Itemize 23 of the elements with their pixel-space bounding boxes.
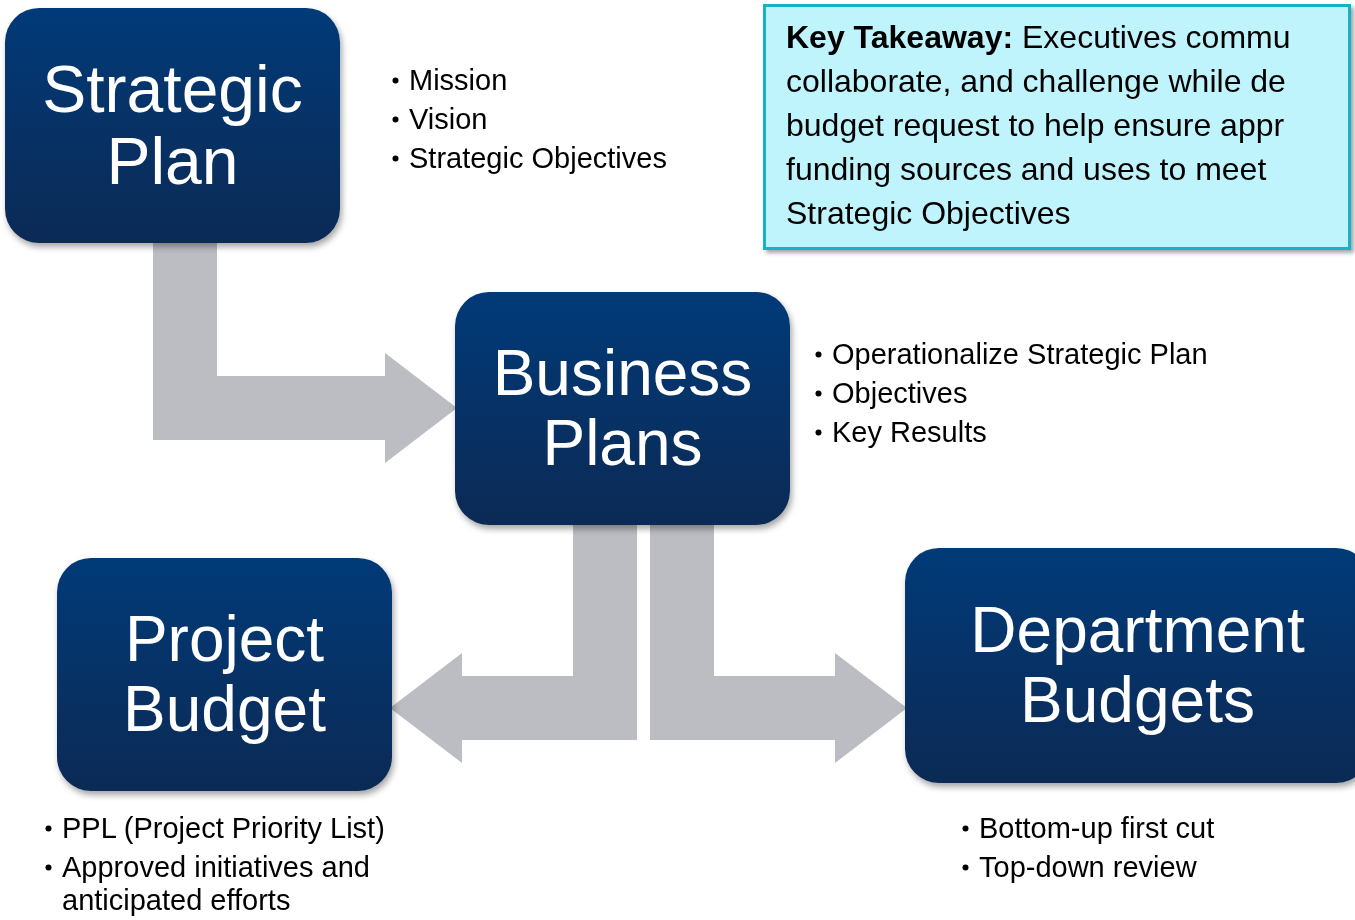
block-arrow	[650, 525, 907, 763]
process-box	[455, 292, 790, 525]
bullet-text: Top-down review	[979, 851, 1197, 885]
bullet-text: Strategic Objectives	[409, 142, 667, 176]
box-title: Strategic Plan	[41, 54, 304, 197]
box-title: Business Plans	[491, 339, 754, 478]
box-title: Project Budget	[122, 605, 327, 744]
bullet-text: Bottom-up first cut	[979, 812, 1215, 846]
bullet-text: Mission	[409, 64, 508, 98]
takeaway-text: Key Takeaway: Executives commu collaborate, and challenge while de budget request to help ensure appr funding sources and uses to meet Strategic Objectives	[786, 19, 1291, 231]
process-box	[57, 558, 392, 791]
box-title: Department Budgets	[969, 596, 1306, 735]
takeaway-box	[763, 4, 1351, 250]
bullet-text: Operationalize Strategic Plan	[832, 338, 1208, 372]
block-arrow	[153, 243, 457, 463]
bullet-text: Vision	[409, 103, 488, 137]
process-box	[905, 548, 1355, 783]
bullet-text: Objectives	[832, 377, 968, 411]
bullet-text: PPL (Project Priority List)	[62, 812, 385, 846]
bullet-text: Key Results	[832, 416, 987, 450]
block-arrow	[390, 525, 637, 763]
bullet-text: Approved initiatives and anticipated efforts	[62, 851, 371, 918]
process-box	[5, 8, 340, 243]
